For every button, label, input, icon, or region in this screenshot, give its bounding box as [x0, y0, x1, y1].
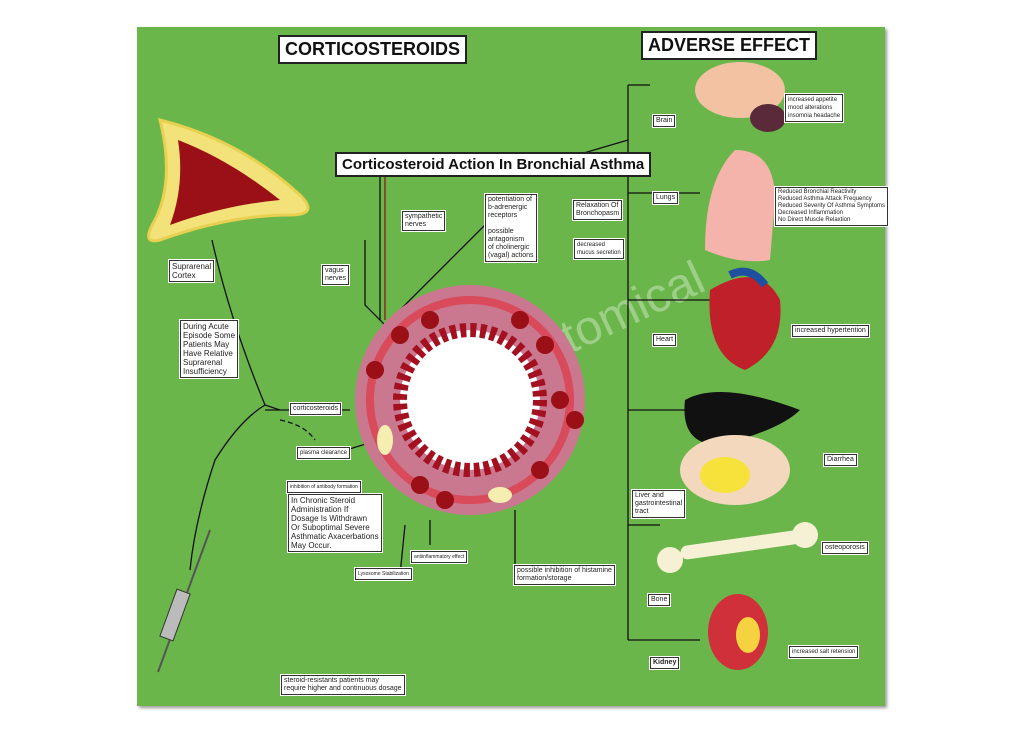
label-potentiation: potentiation of b-adrenergic receptors p…: [484, 193, 538, 263]
bone-model: [657, 522, 818, 573]
title-adverse-effect: ADVERSE EFFECT: [641, 31, 818, 60]
label-antiinflammatory: antiinflammatory effect: [409, 550, 469, 564]
effect-lungs: Reduced Bronchial Reactivity Reduced Ast…: [773, 186, 890, 227]
label-vagus-nerves: vagus nerves: [320, 264, 351, 286]
label-lysosome: Lysosome Stabilization: [354, 567, 413, 581]
label-chronic-administration: In Chronic Steroid Administration If Dos…: [287, 493, 383, 553]
bronchus-cross-section-model: [355, 285, 585, 515]
organ-label-heart: Heart: [651, 333, 678, 347]
label-histamine: possible inhibition of histamine formati…: [513, 564, 616, 586]
heart-model: [709, 267, 781, 370]
organ-label-bone: Bone: [646, 593, 672, 607]
label-antibody-formation: inhibition of antibody formation: [286, 480, 362, 494]
label-relaxation: Relaxation Of Bronchopasm: [571, 199, 624, 221]
label-plasma-clearance: plasma clearance: [295, 446, 352, 460]
brain-model: [695, 62, 786, 132]
effect-brain: increased appetite mood alterations inso…: [783, 93, 845, 123]
label-suprarenal-cortex: Suprarenal Cortex: [167, 259, 216, 283]
organ-label-lungs: Lungs: [651, 191, 680, 205]
kidney-model: [708, 594, 768, 670]
label-acute-episode: During Acute Episode Some Patients May H…: [178, 319, 240, 379]
label-steroid-resistant: steroid-resistants patients may require …: [280, 674, 406, 696]
lung-model: [705, 150, 775, 262]
organ-label-brain: Brain: [651, 114, 677, 128]
effect-liver-gi: Diarrhea: [823, 453, 858, 467]
effect-kidney: increased salt retension: [787, 645, 860, 659]
label-sympathetic-nerves: sympathetic nerves: [400, 210, 447, 232]
liver-gi-model: [680, 392, 800, 505]
label-mucus-secretion: decreased mucus secretion: [573, 238, 625, 260]
label-corticosteroids: corticosteroids: [288, 402, 343, 416]
syringe-model: [157, 529, 211, 673]
title-corticosteroids: CORTICOSTEROIDS: [278, 35, 468, 64]
suprarenal-gland-model: [147, 117, 310, 243]
title-bronchial-asthma: Corticosteroid Action In Bronchial Asthm…: [335, 152, 652, 177]
effect-heart: increased hypertention: [791, 324, 870, 338]
effect-bone: osteoporosis: [821, 541, 869, 555]
organ-label-liver-gi: Liver and gastrointestinal tract: [630, 489, 687, 519]
organ-label-kidney: Kidney: [648, 656, 681, 670]
